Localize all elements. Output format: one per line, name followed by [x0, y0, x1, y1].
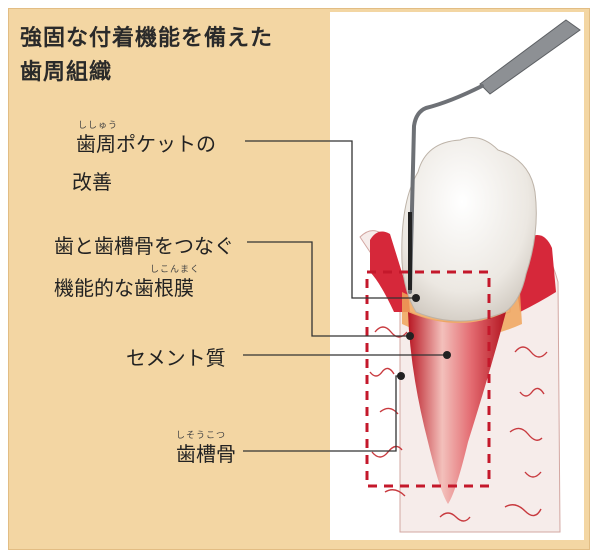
title-line-2: 歯周組織	[20, 56, 273, 90]
label-ligament-line2: 機能的な歯根膜	[54, 272, 194, 301]
tooth-crown	[402, 138, 537, 321]
tooth-illustration	[330, 12, 584, 540]
label-pocket-line2: 改善	[72, 166, 112, 195]
title-line-1: 強固な付着機能を備えた	[20, 22, 273, 56]
label-bone: 歯槽骨	[176, 438, 236, 467]
diagram-title: 強固な付着機能を備えた 歯周組織	[20, 22, 273, 90]
label-pocket-line1: 歯周ポケットの	[76, 128, 216, 157]
label-ligament-line1: 歯と歯槽骨をつなぐ	[54, 230, 234, 259]
label-cementum: セメント質	[126, 342, 226, 371]
